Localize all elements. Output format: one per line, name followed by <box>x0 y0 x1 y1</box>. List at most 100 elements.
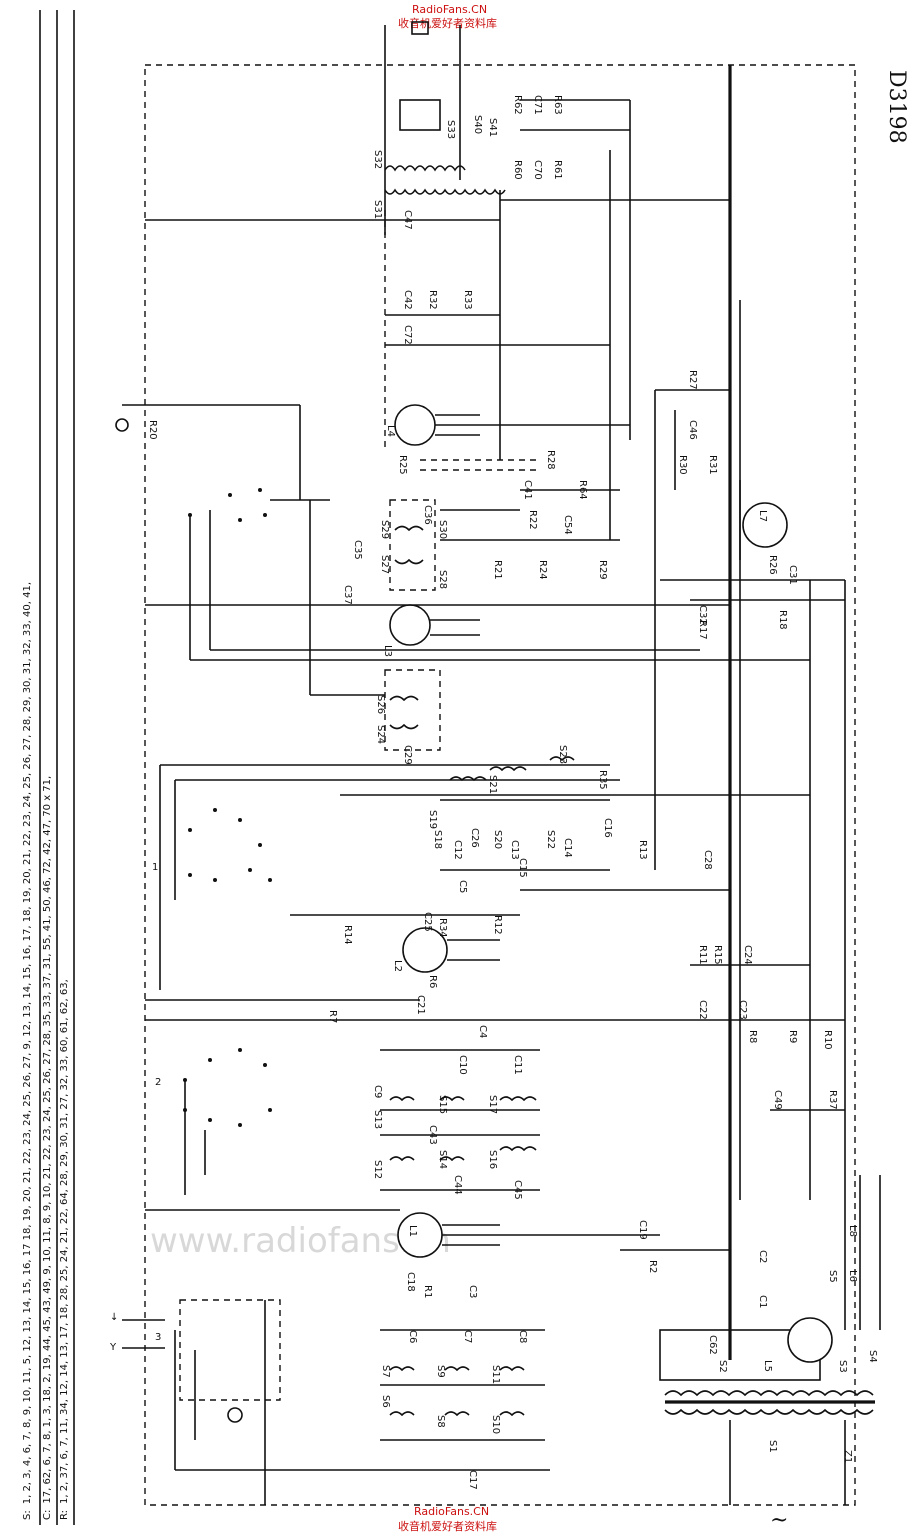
legend-row-c: C:17, 62, 6, 7, 8, 1, 3, 18, 2, 19, 44, … <box>42 776 53 1520</box>
output-tube-l4: L4 R28 R25 <box>385 404 630 475</box>
svg-text:C5: C5 <box>457 880 468 893</box>
svg-text:C46: C46 <box>687 420 698 440</box>
svg-text:S1: S1 <box>767 1440 778 1453</box>
svg-text:S19: S19 <box>427 810 438 829</box>
svg-text:S2: S2 <box>717 1360 728 1373</box>
svg-text:R32: R32 <box>427 290 438 310</box>
svg-text:R28: R28 <box>545 450 556 470</box>
svg-text:L7: L7 <box>757 510 768 522</box>
svg-text:S31: S31 <box>372 200 383 219</box>
fuse-label: Z1 <box>842 1450 853 1463</box>
watermark-bottom-cn: 收音机爱好者资料库 <box>398 1519 497 1533</box>
mains-symbol: ~ <box>770 1508 788 1533</box>
svg-text:R31: R31 <box>707 455 718 475</box>
agc-network: R11 R15 C24 C22 C23 R8 R9 R10 R13 C28 <box>520 840 833 1050</box>
svg-text:C70: C70 <box>532 160 543 180</box>
legend-row-s: S:1, 2, 3, 4, 6, 7, 8, 9, 10, 11, 5, 12,… <box>22 582 33 1520</box>
svg-text:C24: C24 <box>742 945 753 965</box>
antenna-section: ↓ Y 3 <box>109 1299 550 1505</box>
svg-text:R1: R1 <box>422 1285 433 1298</box>
svg-text:C8: C8 <box>517 1330 528 1343</box>
svg-text:R27: R27 <box>687 370 698 390</box>
svg-text:C11: C11 <box>512 1055 523 1075</box>
svg-text:C21: C21 <box>415 995 426 1015</box>
svg-text:R63: R63 <box>552 95 563 115</box>
svg-text:R29: R29 <box>597 560 608 580</box>
svg-text:S41: S41 <box>487 118 498 137</box>
drawing-number: D3198 <box>884 70 909 144</box>
svg-text:C32: C32 <box>697 605 708 625</box>
oscillator-coils: S19 S21 S23 R35 S18 C12 C26 S20 C13 C15 … <box>160 745 810 893</box>
svg-text:R12: R12 <box>492 915 503 935</box>
svg-text:C3: C3 <box>467 1285 478 1298</box>
svg-text:S32: S32 <box>372 150 383 169</box>
svg-text:R14: R14 <box>342 925 353 945</box>
svg-text:L1: L1 <box>407 1225 418 1237</box>
switch-1-label: 1 <box>152 862 158 873</box>
svg-text:C2: C2 <box>757 1250 768 1263</box>
svg-text:S20: S20 <box>492 830 503 849</box>
svg-text:C13: C13 <box>509 840 520 860</box>
svg-text:R17: R17 <box>697 620 708 640</box>
svg-text:R62: R62 <box>512 95 523 115</box>
bias-network: R27 C46 R30 R31 <box>654 370 730 870</box>
svg-text:S15: S15 <box>437 1095 448 1114</box>
watermark-top-cn: 收音机爱好者资料库 <box>398 16 497 30</box>
svg-text:S10: S10 <box>490 1415 501 1434</box>
svg-text:C41: C41 <box>522 480 533 500</box>
svg-text:R18: R18 <box>777 610 788 630</box>
svg-text:C35: C35 <box>352 540 363 560</box>
svg-text:S23: S23 <box>557 745 568 764</box>
svg-text:C1: C1 <box>757 1295 768 1308</box>
svg-text:L4: L4 <box>385 425 396 437</box>
svg-text:C71: C71 <box>532 95 543 115</box>
svg-text:R64: R64 <box>577 480 588 500</box>
svg-text:C62: C62 <box>707 1335 718 1355</box>
tone-switch <box>188 488 267 660</box>
svg-text:R22: R22 <box>527 510 538 530</box>
aerial-symbol: Y <box>109 1342 117 1353</box>
svg-text:R60: R60 <box>512 160 523 180</box>
svg-text:R7: R7 <box>327 1010 338 1023</box>
svg-text:C9: C9 <box>372 1085 383 1098</box>
svg-text:C29: C29 <box>402 745 413 765</box>
wave-switch-1: 1 <box>152 765 272 990</box>
svg-text:R35: R35 <box>597 770 608 790</box>
speaker-output-section: S32 S31 S33 S40 S41 R62 C71 R63 R60 C70 … <box>145 21 730 540</box>
svg-text:R24: R24 <box>537 560 548 580</box>
svg-text:S14: S14 <box>437 1150 448 1169</box>
svg-text:C17: C17 <box>467 1470 478 1490</box>
svg-text:S29: S29 <box>379 520 390 539</box>
svg-text:S8: S8 <box>435 1415 446 1428</box>
svg-text:C45: C45 <box>512 1180 523 1200</box>
svg-text:R11: R11 <box>697 945 708 965</box>
svg-text:R9: R9 <box>787 1030 798 1043</box>
svg-text:C7: C7 <box>462 1330 473 1343</box>
svg-text:S9: S9 <box>435 1365 446 1378</box>
svg-text:C26: C26 <box>469 828 480 848</box>
svg-text:R61: R61 <box>552 160 563 180</box>
rf-tube-l1: L1 C19 R2 C18 R1 C3 <box>145 1209 730 1298</box>
svg-text:L8: L8 <box>847 1225 858 1237</box>
svg-text:R37: R37 <box>827 1090 838 1110</box>
svg-text:C31: C31 <box>787 565 798 585</box>
svg-text:C18: C18 <box>405 1272 416 1292</box>
watermark-bottom: RadioFans.CN <box>414 1505 489 1518</box>
svg-text:S7: S7 <box>380 1365 391 1378</box>
svg-text:S17: S17 <box>487 1095 498 1114</box>
svg-text:R21: R21 <box>492 560 503 580</box>
mixer-tube-l2: L2 R14 R12 C25 R34 R6 C21 R7 <box>145 912 845 1023</box>
component-legend: S:1, 2, 3, 4, 6, 7, 8, 9, 10, 11, 5, 12,… <box>22 10 75 1525</box>
power-supply: L5 S2 S3 S4 C62 C1 C2 S5 L8 L6 S1 Z1 ~ <box>659 1175 881 1533</box>
svg-text:C15: C15 <box>517 858 528 878</box>
svg-text:S22: S22 <box>545 830 556 849</box>
svg-text:S28: S28 <box>437 570 448 589</box>
svg-text:R10: R10 <box>822 1030 833 1050</box>
svg-text:C6: C6 <box>407 1330 418 1343</box>
svg-text:C16: C16 <box>602 818 613 838</box>
if-tube-l3: L3 C37 R17 C32 R18 <box>145 585 845 661</box>
svg-text:C14: C14 <box>562 838 573 858</box>
svg-text:R13: R13 <box>637 840 648 860</box>
tuning-indicator-l7: L7 R26 C31 <box>660 480 845 585</box>
svg-text:S13: S13 <box>372 1110 383 1129</box>
